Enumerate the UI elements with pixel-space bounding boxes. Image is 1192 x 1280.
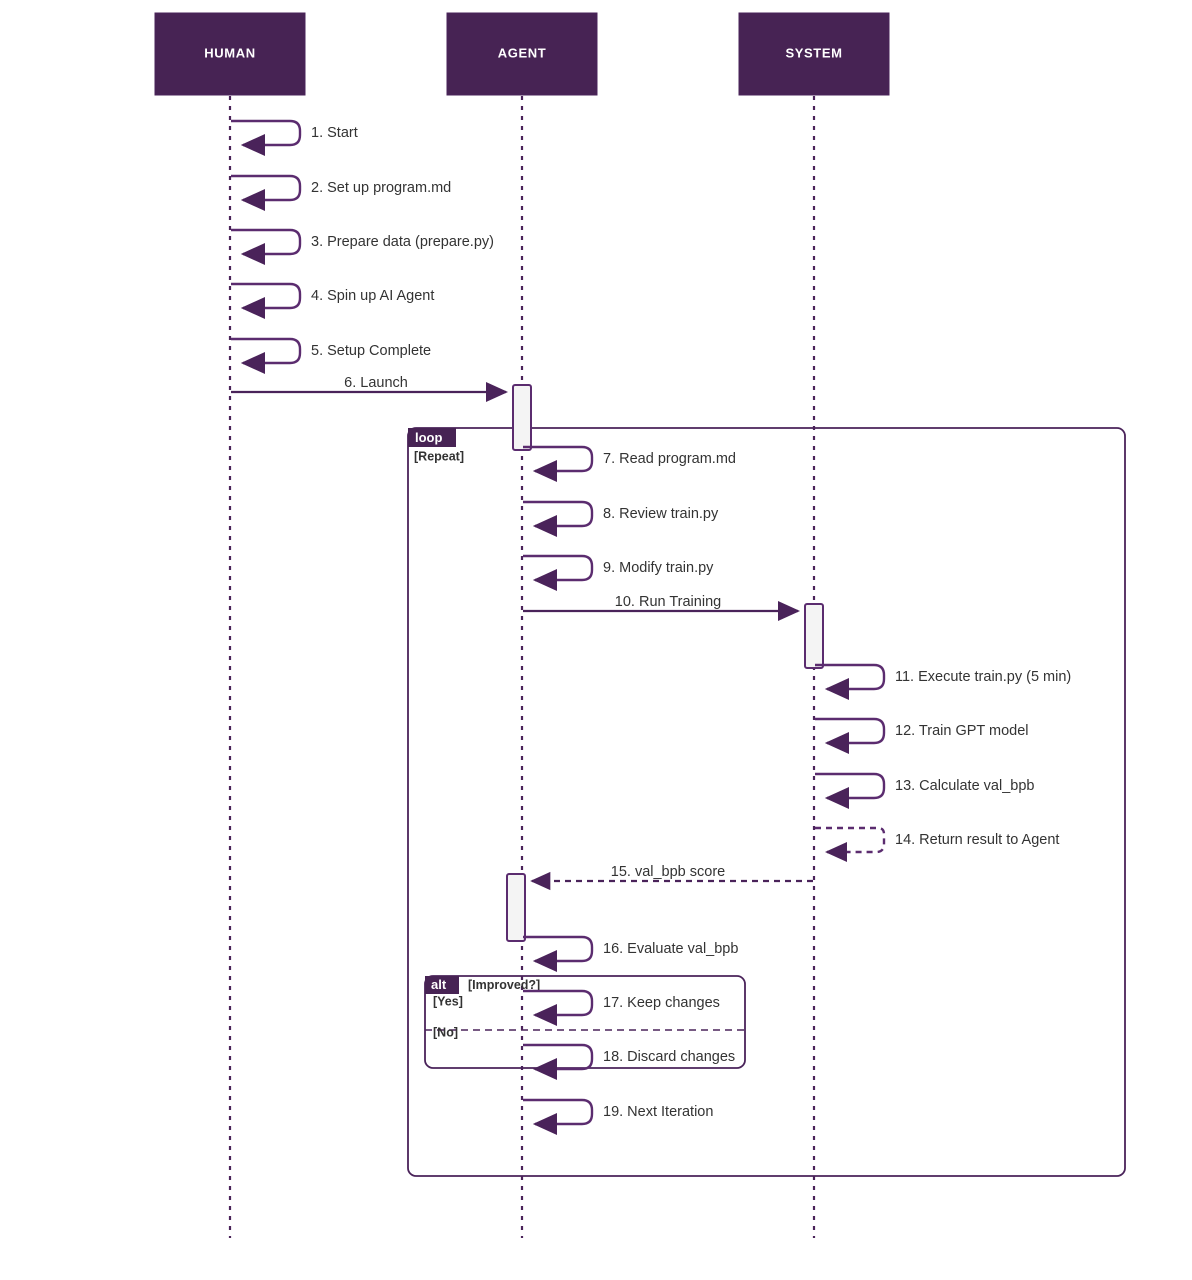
- message-2[interactable]: 2. Set up program.md: [231, 174, 451, 211]
- message-16[interactable]: 16. Evaluate val_bpb: [523, 935, 738, 972]
- message-18-label: 18. Discard changes: [603, 1049, 735, 1065]
- loop-frame: loop [Repeat]: [407, 427, 1126, 1177]
- message-17[interactable]: 17. Keep changes: [523, 989, 720, 1026]
- message-11-arrow: [815, 663, 886, 700]
- message-1-arrow: [231, 119, 302, 156]
- message-4[interactable]: 4. Spin up AI Agent: [231, 282, 434, 319]
- message-12[interactable]: 12. Train GPT model: [815, 717, 1029, 754]
- actor-agent-box: [446, 12, 598, 96]
- message-2-arrow: [231, 174, 302, 211]
- loop-frame-tab: [408, 428, 456, 447]
- actor-system-label: SYSTEM: [785, 45, 842, 60]
- alt-branch-label-yes: [Yes]: [433, 994, 463, 1008]
- message-19-label: 19. Next Iteration: [603, 1104, 713, 1120]
- actor-system[interactable]: SYSTEM: [738, 12, 890, 96]
- message-4-arrow: [231, 282, 302, 319]
- alt-frame: alt [Improved?] [Yes] [No]: [424, 975, 746, 1069]
- message-12-label: 12. Train GPT model: [895, 723, 1029, 739]
- actor-system-box: [738, 12, 890, 96]
- message-11-label: 11. Execute train.py (5 min): [895, 669, 1071, 685]
- message-12-arrow: [815, 717, 886, 754]
- message-5-label: 5. Setup Complete: [311, 343, 431, 359]
- actor-human-label: HUMAN: [204, 45, 255, 60]
- message-14-label: 14. Return result to Agent: [895, 832, 1059, 848]
- message-7-arrow: [523, 445, 594, 482]
- message-8-arrow: [523, 500, 594, 537]
- message-18-arrow: [523, 1043, 594, 1080]
- message-16-label: 16. Evaluate val_bpb: [603, 941, 738, 957]
- message-15[interactable]: 15. val_bpb score: [530, 864, 813, 891]
- loop-frame-box: [407, 427, 1126, 1177]
- loop-frame-tab-label: loop: [415, 430, 442, 445]
- message-9[interactable]: 9. Modify train.py: [523, 554, 714, 591]
- message-5[interactable]: 5. Setup Complete: [231, 337, 431, 374]
- activations-group: [506, 384, 824, 942]
- alt-frame-tab-label: alt: [431, 977, 447, 992]
- actor-agent[interactable]: AGENT: [446, 12, 598, 96]
- message-18[interactable]: 18. Discard changes: [523, 1043, 735, 1080]
- message-8[interactable]: 8. Review train.py: [523, 500, 719, 537]
- actor-human[interactable]: HUMAN: [154, 12, 306, 96]
- message-14[interactable]: 14. Return result to Agent: [815, 826, 1059, 862]
- message-8-label: 8. Review train.py: [603, 506, 719, 522]
- message-5-arrow: [231, 337, 302, 374]
- activation-system-1: [804, 603, 824, 669]
- message-1-label: 1. Start: [311, 125, 358, 141]
- message-6[interactable]: 6. Launch: [231, 375, 509, 403]
- message-11[interactable]: 11. Execute train.py (5 min): [815, 663, 1071, 700]
- alt-branch-label-no: [No]: [433, 1025, 458, 1039]
- message-9-arrow: [523, 554, 594, 591]
- message-3[interactable]: 3. Prepare data (prepare.py): [231, 228, 494, 265]
- message-1[interactable]: 1. Start: [231, 119, 358, 156]
- loop-frame-condition: [Repeat]: [414, 449, 464, 463]
- message-14-arrow: [815, 826, 886, 862]
- message-6-label: 6. Launch: [344, 375, 408, 391]
- message-17-arrow: [523, 989, 594, 1026]
- activation-agent-1: [512, 384, 532, 451]
- message-13-label: 13. Calculate val_bpb: [895, 778, 1034, 794]
- message-13-arrow: [815, 772, 886, 809]
- alt-frame-tab: [425, 976, 459, 994]
- message-9-label: 9. Modify train.py: [603, 560, 714, 576]
- message-19[interactable]: 19. Next Iteration: [523, 1098, 713, 1135]
- message-13[interactable]: 13. Calculate val_bpb: [815, 772, 1034, 809]
- message-10-label: 10. Run Training: [615, 594, 721, 610]
- message-10[interactable]: 10. Run Training: [523, 594, 801, 622]
- message-16-arrow: [523, 935, 594, 972]
- message-17-label: 17. Keep changes: [603, 995, 720, 1011]
- actor-human-box: [154, 12, 306, 96]
- message-7[interactable]: 7. Read program.md: [523, 445, 736, 482]
- actor-agent-label: AGENT: [498, 45, 547, 60]
- message-4-label: 4. Spin up AI Agent: [311, 288, 434, 304]
- message-2-label: 2. Set up program.md: [311, 180, 451, 196]
- message-19-arrow: [523, 1098, 594, 1135]
- message-7-label: 7. Read program.md: [603, 451, 736, 467]
- activation-agent-2: [506, 873, 526, 942]
- message-3-label: 3. Prepare data (prepare.py): [311, 234, 494, 250]
- message-15-label: 15. val_bpb score: [611, 864, 725, 880]
- lifelines-group: [228, 96, 816, 1238]
- message-3-arrow: [231, 228, 302, 265]
- alt-frame-condition: [Improved?]: [468, 978, 540, 992]
